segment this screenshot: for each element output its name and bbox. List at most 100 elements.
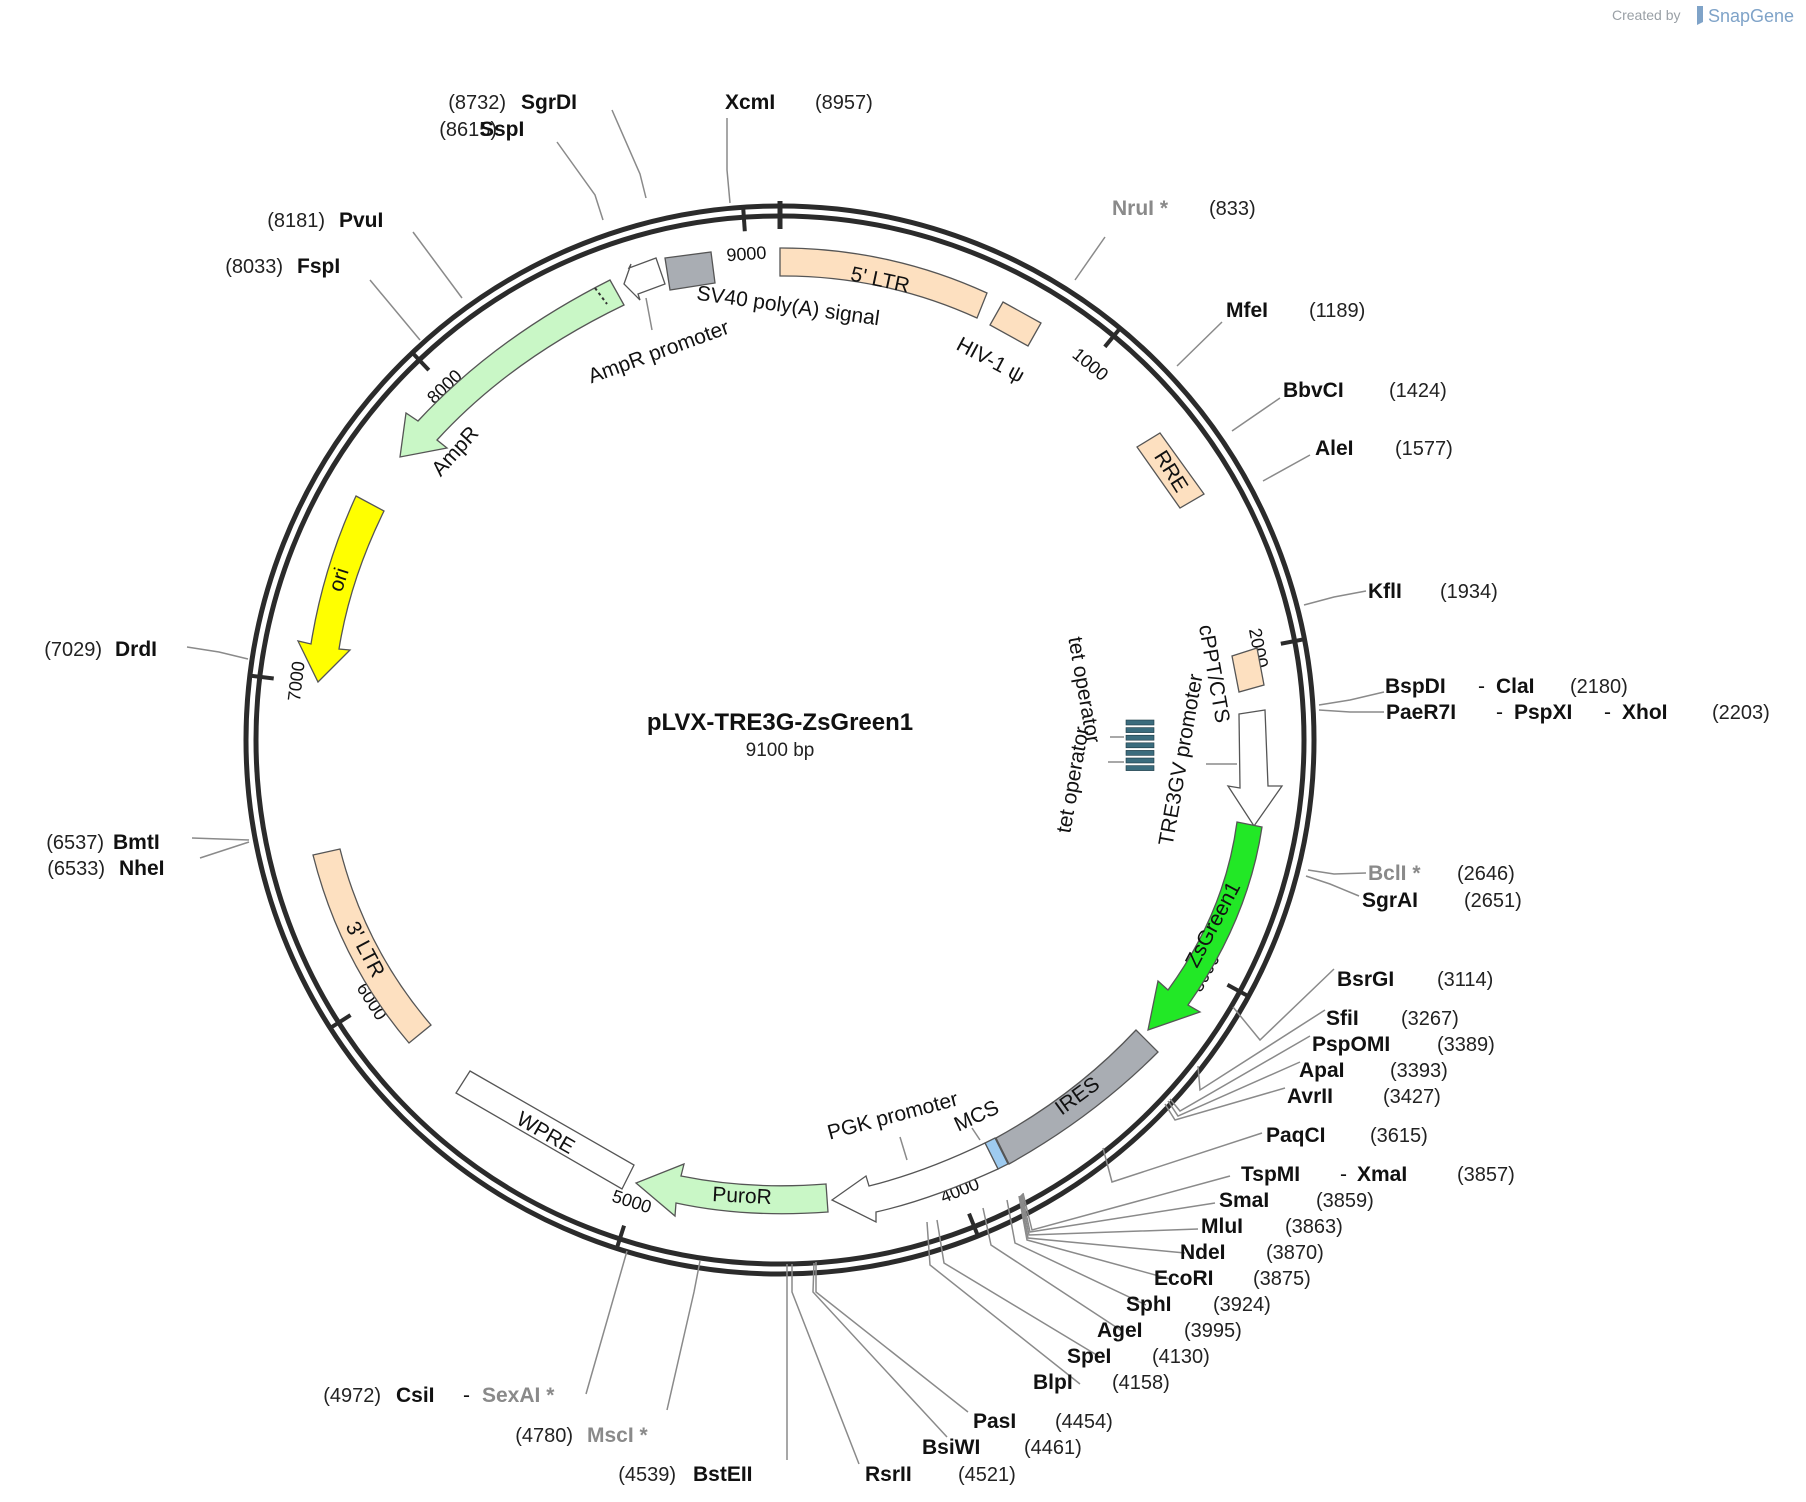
restriction-sites: (8732) SgrDI (8615) SspI XcmI (8957) (81… (44, 91, 1770, 1486)
site-pos: (2651) (1464, 890, 1522, 912)
site-pos: (1189) (1309, 300, 1365, 322)
site-bsteii[interactable]: BstEII (693, 1463, 753, 1486)
site-pspomi[interactable]: PspOMI (1312, 1033, 1390, 1056)
site-agei[interactable]: AgeI (1097, 1319, 1143, 1342)
site-paqci[interactable]: PaqCI (1266, 1124, 1326, 1147)
site-avrii[interactable]: AvrII (1287, 1085, 1333, 1108)
site-blpi[interactable]: BlpI (1033, 1371, 1073, 1394)
feature-puror-label: PuroR (712, 1183, 773, 1209)
site-pvui[interactable]: PvuI (339, 209, 383, 232)
tick-mark (327, 1013, 352, 1031)
site-paer7i[interactable]: PaeR7I (1386, 701, 1456, 724)
site-pos: (8181) (267, 210, 325, 232)
site-ndei[interactable]: NdeI (1180, 1241, 1226, 1264)
feature-hiv1-psi-label: HIV-1 ψ (953, 333, 1029, 388)
site-bmti[interactable]: BmtI (113, 831, 160, 854)
site-pos: (3393) (1390, 1060, 1448, 1082)
site-csii[interactable]: CsiI (396, 1384, 435, 1407)
feature-hiv1-psi-shape (989, 301, 1042, 347)
tet-operator-bar (1125, 734, 1155, 741)
site-tspmi[interactable]: TspMI (1241, 1163, 1300, 1186)
site-ecori[interactable]: EcoRI (1154, 1267, 1214, 1290)
site-bcli[interactable]: BclI * (1368, 862, 1421, 885)
svg-text:-: - (1340, 1163, 1347, 1186)
feature-tet-operators[interactable]: tet operator tet operator (1052, 635, 1155, 835)
site-pos: (3859) (1316, 1190, 1374, 1212)
feature-ori-shape (296, 495, 385, 684)
site-fspi[interactable]: FspI (297, 255, 340, 278)
svg-text:-: - (463, 1384, 470, 1407)
feature-ampr-shape (399, 279, 625, 458)
site-pos: (1934) (1440, 581, 1498, 603)
feature-cppt-cts-shape (1231, 647, 1265, 693)
site-pos: (4461) (1024, 1437, 1082, 1459)
site-sfii[interactable]: SfiI (1326, 1007, 1359, 1030)
site-spei[interactable]: SpeI (1067, 1345, 1111, 1368)
site-pos: (3615) (1370, 1125, 1428, 1147)
site-pos: (1424) (1389, 380, 1447, 402)
site-drdi[interactable]: DrdI (115, 638, 157, 661)
feature-tet-operator-label-2: tet operator (1052, 725, 1093, 835)
site-bsrgi[interactable]: BsrGI (1337, 968, 1394, 991)
site-rsrii[interactable]: RsrII (865, 1463, 912, 1486)
site-pos: (3875) (1253, 1268, 1311, 1290)
tet-operator-bar (1125, 719, 1155, 726)
feature-ires[interactable]: IRES (995, 1029, 1159, 1165)
site-pspxi[interactable]: PspXI (1514, 701, 1572, 724)
site-alei[interactable]: AleI (1315, 437, 1354, 460)
tick-mark (967, 1212, 981, 1239)
site-apai[interactable]: ApaI (1299, 1059, 1345, 1082)
feature-hiv1-psi[interactable]: HIV-1 ψ (953, 301, 1042, 388)
site-sexai[interactable]: SexAI * (482, 1384, 555, 1407)
feature-rre-shape (1136, 432, 1205, 509)
feature-puror-shape (634, 1162, 829, 1218)
tick-label: 9000 (726, 243, 767, 266)
site-clai[interactable]: ClaI (1496, 675, 1535, 698)
site-pos: (8732) (448, 92, 506, 114)
site-sgrdi[interactable]: SgrDI (521, 91, 577, 114)
site-kfli[interactable]: KflI (1368, 580, 1402, 603)
site-nrui[interactable]: NruI * (1112, 197, 1169, 220)
site-pos: (8957) (815, 92, 873, 114)
credit-prefix: Created by (1612, 7, 1680, 23)
site-xmai[interactable]: XmaI (1357, 1163, 1407, 1186)
tick-label: 7000 (284, 660, 309, 702)
site-mlui[interactable]: MluI (1201, 1215, 1243, 1238)
site-pos: (6537) (46, 832, 104, 854)
site-pos: (7029) (44, 639, 102, 661)
svg-text:-: - (1478, 675, 1485, 698)
site-bsiwi[interactable]: BsiWI (922, 1436, 980, 1459)
site-msci[interactable]: MscI * (587, 1424, 649, 1447)
site-xhoi[interactable]: XhoI (1622, 701, 1668, 724)
site-xcmi[interactable]: XcmI (725, 91, 775, 114)
site-nhei[interactable]: NheI (119, 857, 165, 880)
feature-puror[interactable]: PuroR (634, 1162, 829, 1218)
site-sphi[interactable]: SphI (1126, 1293, 1172, 1316)
site-smai[interactable]: SmaI (1219, 1189, 1269, 1212)
site-pos: (2203) (1712, 702, 1770, 724)
site-pos: (3857) (1457, 1164, 1515, 1186)
feature-pgk-shape (830, 1142, 999, 1224)
feature-ori[interactable]: ori (296, 495, 385, 684)
site-pos: (4780) (515, 1425, 573, 1447)
plasmid-name: pLVX-TRE3G-ZsGreen1 (647, 709, 913, 736)
site-bspdi[interactable]: BspDI (1385, 675, 1446, 698)
tick-mark (1103, 325, 1123, 349)
site-pos: (3995) (1184, 1320, 1242, 1342)
site-pos: (2180) (1570, 676, 1628, 698)
site-pos: (4539) (618, 1464, 676, 1486)
site-pos: (3870) (1266, 1242, 1324, 1264)
tick-mark (741, 205, 747, 232)
snapgene-credit: Created by SnapGene (1612, 6, 1794, 26)
feature-sv40-shape (664, 251, 716, 291)
site-pasi[interactable]: PasI (973, 1410, 1016, 1433)
feature-tre3gv-shape (1226, 709, 1284, 828)
site-pos: (1577) (1395, 438, 1453, 460)
site-sspi[interactable]: SspI (480, 118, 524, 141)
site-bbvci[interactable]: BbvCI (1283, 379, 1344, 402)
feature-rre[interactable]: RRE (1130, 432, 1205, 527)
site-mfei[interactable]: MfeI (1226, 299, 1268, 322)
tet-operator-bar (1125, 765, 1155, 771)
site-pos: (833) (1209, 198, 1256, 220)
site-sgrai[interactable]: SgrAI (1362, 889, 1418, 912)
